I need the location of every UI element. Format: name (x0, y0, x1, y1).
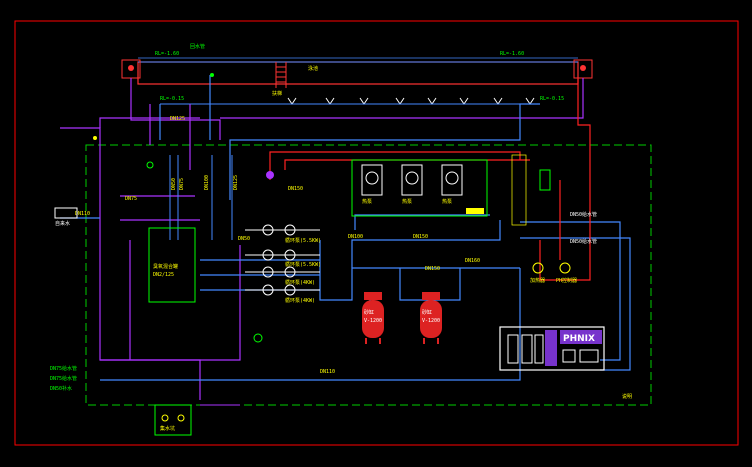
fan-3-icon (445, 171, 459, 185)
ph-controller-icon (559, 262, 571, 274)
right-equipment (511, 154, 571, 274)
pool-basin (137, 61, 579, 85)
pump-3-label: 循环泵(4KW) (285, 279, 315, 286)
pipe-label-dn150-a: DN150 (288, 186, 303, 192)
pipe-label-dn160: DN160 (465, 258, 480, 264)
heat-pump-2-label: 热泵 (402, 198, 412, 205)
heat-pump-3 (441, 164, 463, 196)
filter-1-label: V-1200 (364, 318, 382, 324)
ladder-label: 扶梯 (272, 90, 282, 97)
filter-2-cap-label: 砂缸 (422, 309, 432, 316)
pool-section: 扶梯 泳池 RL=-1.60 RL=-1.60 回水管 RL=-0.15 RL=… (121, 43, 593, 105)
pump-1-label: 循环泵(5.5KW) (285, 237, 321, 244)
pump-4-label: 循环泵(4KW) (285, 297, 315, 304)
heat-pump-3-label: 热泵 (442, 198, 452, 205)
ph-controller-label: PH控制器 (556, 277, 577, 284)
pipe-label-dn125: DN125 (170, 116, 185, 122)
inlet-nozzle-row (287, 97, 535, 105)
ozone-tank-sub-label: DN2/125 (153, 272, 174, 278)
supply-pipes-blue (60, 75, 631, 381)
inlet-label: 自来水 (55, 220, 70, 227)
fan-2-icon (405, 171, 419, 185)
pool-right-level-label: RL=-0.15 (540, 96, 564, 102)
right-pipe-label-a: DN50给水管 (570, 211, 597, 218)
riser-label-b: DN75 (179, 178, 185, 190)
return-pipes-purple (60, 78, 584, 400)
drain-pit: 集水坑 (154, 404, 192, 436)
sand-filter-2 (420, 292, 442, 344)
drawing-frame (14, 20, 739, 446)
pool-main-label: 泳池 (308, 65, 318, 72)
riser-label-c: DN100 (204, 175, 210, 190)
ozone-tank-label: 臭氧混合罐 (153, 263, 178, 270)
ozone-mix-tank: 臭氧混合罐 DN2/125 (148, 227, 196, 303)
heater-label: 加热器 (530, 277, 545, 284)
pit-label: 集水坑 (160, 425, 175, 432)
pump-2-label: 循环泵(5.5KW) (285, 261, 321, 268)
valve-icons (93, 73, 274, 343)
phnix-heat-pump-unit: PHNIX (499, 326, 605, 371)
pipe-label-dn110: DN110 (75, 211, 90, 217)
pool-top-mid-label: 回水管 (190, 43, 205, 50)
pool-right-top-label: RL=-1.60 (500, 51, 524, 57)
pipe-label-dn100: DN100 (348, 234, 363, 240)
pump-group (245, 224, 320, 296)
heat-pump-1 (361, 164, 383, 196)
fan-1-icon (365, 171, 379, 185)
heater-icon (532, 262, 544, 274)
pool-left-skimmer-icon (128, 65, 134, 71)
heat-pump-array (351, 159, 488, 217)
corner-mark: 说明 (622, 393, 632, 400)
pipe-label-dn150-c: DN150 (425, 266, 440, 272)
inlet-meter (54, 207, 78, 219)
equipment-room-boundary (85, 144, 652, 406)
chemical-tank (539, 169, 551, 191)
brand-logo: PHNIX (563, 334, 595, 344)
pipe-label-dn50: DN50 (238, 236, 250, 242)
sand-filter-1 (362, 292, 384, 344)
filter-1-cap-label: 砂缸 (364, 309, 374, 316)
riser-label-a: DN50 (171, 178, 177, 190)
supply-label-a: DN75给水管 (50, 365, 77, 372)
hot-water-pipes-red (269, 78, 591, 281)
heat-pump-2 (401, 164, 423, 196)
right-pipe-label-b: DN50给水管 (570, 238, 597, 245)
pipe-label-dn110-bottom: DN110 (320, 369, 335, 375)
supply-label-b: DN75给水管 (50, 375, 77, 382)
ladder-icon (275, 62, 287, 88)
pipe-label-dn150-b: DN150 (413, 234, 428, 240)
riser-label-d: DN125 (233, 175, 239, 190)
supply-label-c: DN50补水 (50, 385, 72, 392)
pool-right-skimmer-icon (580, 65, 586, 71)
pool-left-top-label: RL=-1.60 (155, 51, 179, 57)
filter-2-label: V-1200 (422, 318, 440, 324)
riser-group (169, 155, 233, 240)
pool-level-label: RL=-0.15 (160, 96, 184, 102)
heat-pump-1-label: 热泵 (362, 198, 372, 205)
pipe-label-dn75: DN75 (125, 196, 137, 202)
